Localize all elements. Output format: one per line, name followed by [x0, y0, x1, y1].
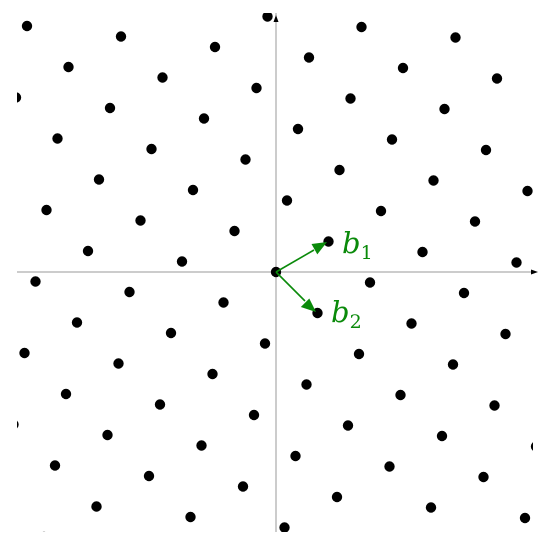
lattice-point [428, 175, 439, 186]
lattice-point [397, 62, 409, 74]
lattice-point [519, 512, 531, 524]
lattice-point [49, 460, 61, 471]
lattice-point [102, 429, 113, 441]
lattice-point [281, 195, 293, 206]
lattice-point [522, 185, 533, 197]
lattice-point [104, 102, 116, 114]
lattice-point [146, 143, 157, 155]
lattice-point [480, 144, 492, 156]
lattice-point [60, 388, 72, 400]
lattice-point [91, 501, 102, 512]
lattice-point [386, 134, 398, 145]
lattice-point [251, 82, 262, 94]
lattice-point [292, 123, 304, 135]
lattice-point [342, 420, 354, 431]
lattice-points [17, 13, 533, 532]
lattice-point [93, 174, 105, 185]
lattice-point [395, 389, 406, 401]
lattice-point [21, 20, 33, 32]
y-axis-arrowhead [273, 15, 279, 22]
lattice-point [458, 287, 470, 299]
lattice-point [237, 481, 249, 492]
lattice-point [290, 450, 301, 462]
lattice-point [491, 73, 503, 84]
lattice-point [301, 379, 312, 390]
lattice-point [259, 338, 271, 349]
basis-vector-b1-shaft [275, 249, 315, 273]
basis-label-b1-symbol: b [342, 226, 361, 260]
lattice-point [375, 205, 387, 217]
lattice-point [530, 442, 533, 451]
x-axis-arrowhead [531, 269, 538, 275]
lattice-point [198, 113, 210, 124]
lattice-point [135, 215, 146, 226]
lattice-point [489, 400, 500, 411]
lattice-point [17, 420, 19, 429]
lattice-point [209, 41, 221, 53]
lattice-point [500, 328, 511, 340]
lattice-point [248, 409, 260, 421]
lattice-point [323, 236, 334, 247]
lattice-point [240, 154, 251, 165]
lattice-point [447, 359, 459, 370]
lattice-point [82, 245, 94, 257]
basis-vector-b1: b1 [275, 226, 373, 273]
lattice-point [436, 430, 448, 442]
lattice-point [262, 13, 273, 22]
lattice-point [196, 440, 207, 451]
lattice-point [143, 470, 155, 482]
lattice-point [439, 103, 450, 115]
lattice-point [353, 348, 365, 360]
lattice-point [218, 297, 229, 308]
lattice-point [165, 327, 177, 339]
lattice-point [450, 32, 461, 43]
basis-vector-b2: b2 [275, 271, 362, 333]
lattice-point [511, 257, 522, 268]
lattice-point [384, 461, 395, 472]
lattice-point [185, 511, 196, 523]
lattice-point [469, 216, 481, 227]
lattice-point [41, 204, 52, 216]
basis-vector-b2-arrowhead [300, 298, 316, 312]
basis-vectors: b1 b2 [275, 226, 373, 333]
lattice-point [229, 225, 240, 237]
lattice-point [406, 318, 417, 329]
lattice-point [157, 72, 168, 83]
basis-label-b2-subscript: 2 [350, 311, 362, 333]
basis-label-b1-subscript: 1 [361, 242, 373, 264]
lattice-point [187, 184, 199, 196]
lattice-point [303, 52, 315, 63]
lattice-point [115, 31, 127, 42]
lattice-point [279, 522, 290, 532]
basis-label-b1: b1 [342, 226, 373, 264]
lattice-point [71, 317, 83, 328]
lattice-point [19, 347, 30, 359]
lattice-point [63, 61, 74, 73]
lattice-point [113, 358, 124, 369]
lattice-point [364, 277, 376, 288]
basis-label-b2: b2 [331, 295, 362, 333]
lattice-point [154, 399, 166, 410]
lattice-point [207, 368, 218, 380]
lattice-point [345, 93, 356, 104]
lattice-point [356, 21, 367, 33]
basis-vector-b1-arrowhead [311, 242, 327, 255]
lattice-point [334, 164, 345, 176]
lattice-point [425, 502, 437, 513]
lattice-point [124, 286, 135, 298]
lattice-point [17, 92, 22, 103]
lattice-point [52, 133, 63, 144]
lattice-point [30, 276, 41, 287]
lattice-point [331, 491, 343, 503]
lattice-point [176, 256, 188, 267]
basis-label-b2-symbol: b [331, 295, 350, 329]
lattice-point [417, 246, 428, 258]
lattice-point [42, 531, 46, 532]
basis-vector-b2-shaft [275, 271, 306, 302]
lattice-point [478, 471, 489, 483]
